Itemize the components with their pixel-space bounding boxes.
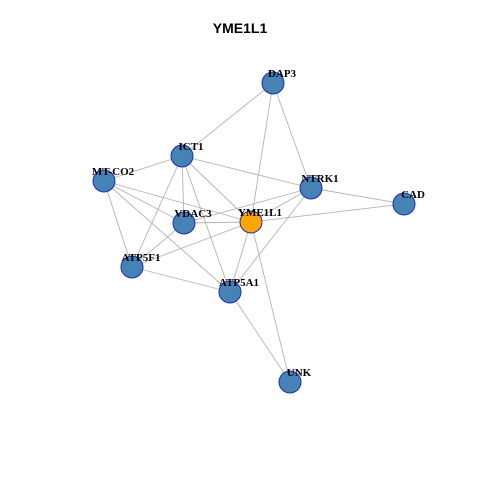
edge-cad-yme1l1 [250, 203, 405, 223]
edge-ntrk1-vdac3 [183, 187, 312, 224]
edge-ntrk1-atp5a1 [229, 187, 312, 293]
node-label-atp5a1: ATP5A1 [219, 277, 259, 289]
edge-layer [103, 82, 405, 383]
node-label-cad: CAD [401, 189, 425, 201]
node-dap3 [261, 71, 285, 95]
edge-atp5f1-atp5a1 [131, 266, 231, 293]
node-label-ntrk1: NTRK1 [301, 173, 338, 185]
node-unk [278, 370, 302, 394]
node-label-ict1: ICT1 [178, 141, 203, 153]
edge-mt-co2-atp5f1 [103, 180, 133, 268]
node-label-vdac3: VDAC3 [174, 208, 212, 220]
edge-yme1l1-unk [250, 221, 291, 383]
edge-ict1-atp5a1 [181, 155, 231, 293]
node-mt-co2 [92, 169, 116, 193]
edge-mt-co2-atp5a1 [103, 180, 231, 293]
node-layer [92, 71, 416, 394]
edge-dap3-yme1l1 [250, 82, 274, 223]
edge-dap3-ict1 [181, 82, 274, 157]
edge-yme1l1-atp5f1 [131, 221, 252, 268]
node-atp5a1 [218, 280, 242, 304]
node-label-atp5f1: ATP5F1 [122, 252, 161, 264]
edge-ntrk1-cad [310, 187, 405, 205]
node-label-mt-co2: MT-CO2 [92, 166, 135, 178]
node-yme1l1 [239, 210, 263, 234]
node-cad [392, 192, 416, 216]
node-label-unk: UNK [287, 367, 312, 379]
node-ict1 [170, 144, 194, 168]
diagram-title: YME1L1 [212, 20, 268, 36]
node-label-yme1l1: YME1L1 [238, 207, 282, 219]
edge-ict1-atp5f1 [131, 155, 183, 268]
node-vdac3 [172, 211, 196, 235]
edge-dap3-ntrk1 [272, 82, 312, 189]
edge-yme1l1-atp5a1 [229, 221, 252, 293]
edge-ict1-yme1l1 [181, 155, 252, 223]
edge-mt-co2-vdac3 [103, 180, 185, 224]
node-atp5f1 [120, 255, 144, 279]
node-label-dap3: DAP3 [268, 68, 297, 80]
edge-atp5a1-unk [229, 291, 291, 383]
edge-mt-co2-yme1l1 [103, 180, 252, 223]
node-ntrk1 [299, 176, 323, 200]
edge-ict1-ntrk1 [181, 155, 312, 189]
edge-ict1-mt-co2 [103, 155, 183, 182]
